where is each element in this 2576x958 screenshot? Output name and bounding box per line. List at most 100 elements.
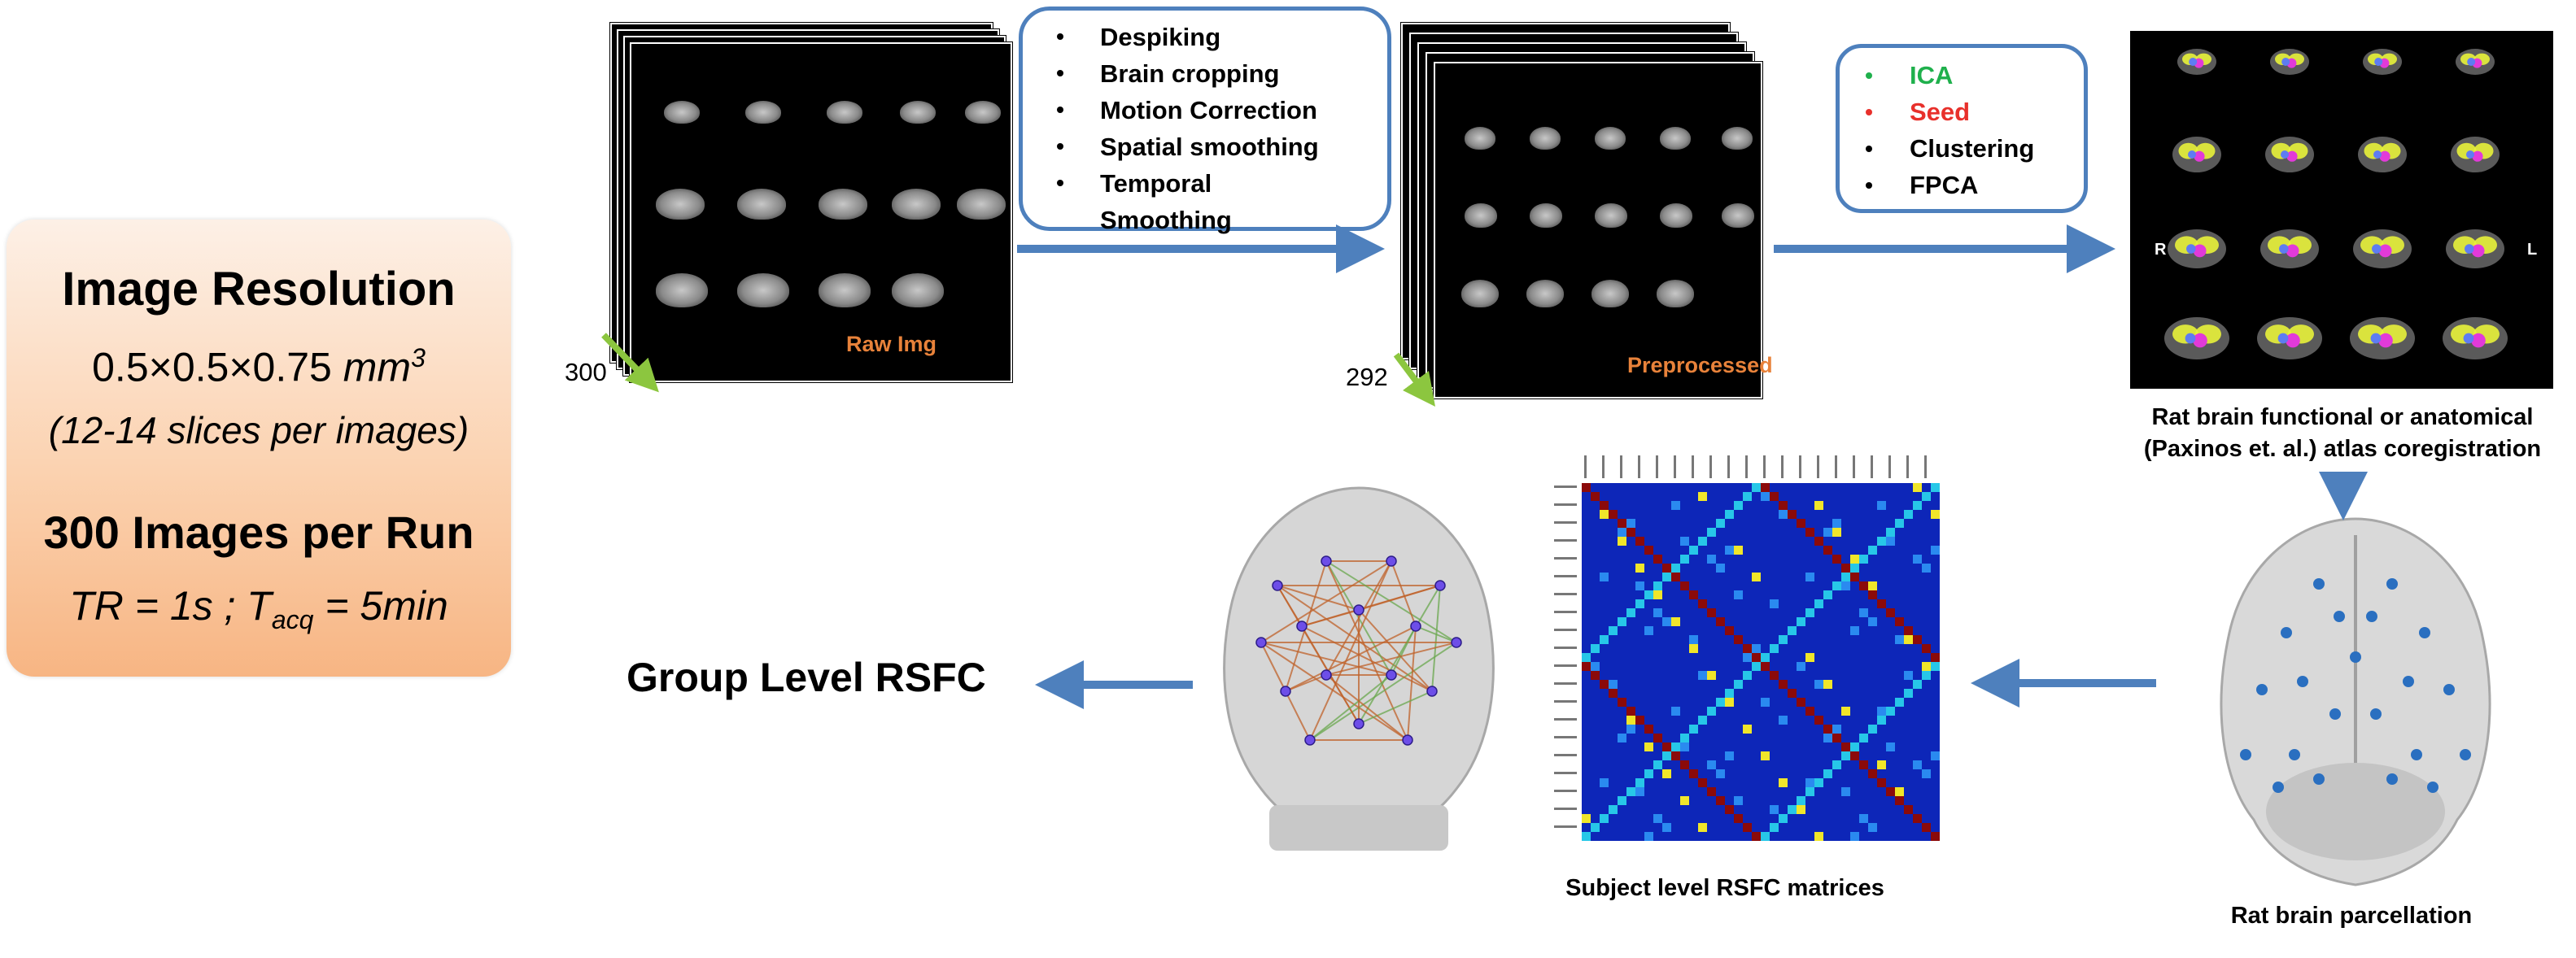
matrix-cell [1859,814,1868,823]
connection-edge [1285,674,1327,692]
matrix-cell [1770,823,1779,832]
matrix-cell [1734,796,1743,805]
matrix-cell [1823,528,1832,537]
matrix-cell [1868,546,1877,555]
matrix-cell [1868,581,1877,590]
atlas-region-blue [2372,244,2382,254]
analysis-methods-box: ICA Seed Clustering FPCA [1836,44,2088,213]
matrix-cell [1868,590,1877,599]
matrix-cell [1743,671,1752,680]
matrix-cell [1805,608,1814,617]
matrix-cell [1644,832,1653,841]
matrix-cell [1618,734,1626,742]
connectivity-node [1426,686,1438,697]
atlas-region-magenta [2194,150,2205,162]
preprocessed-front-frame: Preprocessed [1434,62,1773,398]
atlas-region-magenta [2471,333,2486,348]
matrix-cell [1770,671,1779,680]
connection-edge [1358,585,1441,611]
matrix-cell [1931,653,1940,662]
matrix-cell [1582,662,1591,671]
matrix-cell [1761,653,1770,662]
matrix-cell [1618,537,1626,546]
matrix-cell [1698,778,1707,787]
matrix-cell [1931,483,1940,492]
matrix-cell [1797,617,1805,626]
atlas-region-blue [2467,58,2476,66]
matrix-cell [1832,519,1841,528]
matrix-cell [1635,581,1644,590]
matrix-cell [1922,671,1931,680]
matrix-cell [1662,742,1671,751]
connection-edge [1309,674,1392,741]
atlas-region-blue [2277,333,2289,344]
matrix-cell [1850,555,1859,564]
cerebellum [2266,763,2445,860]
matrix-cell [1662,769,1671,778]
matrix-cell [1805,528,1814,537]
matrix-cell [1653,760,1662,769]
matrix-cell [1841,751,1850,760]
matrix-cell [1788,805,1797,814]
matrix-cell [1653,814,1662,823]
matrix-cell [1904,626,1913,635]
matrix-cell [1725,626,1734,635]
matrix-cell [1886,742,1895,751]
matrix-col-label [1638,455,1640,478]
parcel-node [2350,651,2361,663]
matrix-cell [1877,707,1886,716]
matrix-cell [1626,716,1635,725]
matrix-cell [1886,608,1895,617]
matrix-cell [1680,734,1689,742]
matrix-cell [1671,751,1680,760]
matrix-cell [1609,805,1618,814]
matrix-cell [1734,680,1743,689]
matrix-col-label [1817,455,1819,478]
matrix-cell [1618,617,1626,626]
matrix-cell [1635,716,1644,725]
matrix-cell [1716,519,1725,528]
matrix-cell [1850,564,1859,573]
matrix-cell [1814,599,1823,608]
acquisition-summary-card: Image Resolution 0.5×0.5×0.75 mm3 (12-14… [7,220,511,677]
connectivity-node [1386,669,1397,681]
group-level-rsfc-label: Group Level RSFC [627,655,986,700]
slices-note: (12-14 slices per images) [48,409,469,451]
connectivity-node [1255,637,1267,648]
step-brain-cropping: Brain cropping [1100,59,1280,88]
matrix-cell [1743,644,1752,653]
raw-img-label: Raw Img [846,332,937,356]
method-clustering: Clustering [1910,134,2035,163]
matrix-cell [1779,510,1788,519]
matrix-cell [1886,528,1895,537]
matrix-cell [1662,751,1671,760]
matrix-cell [1895,787,1904,796]
matrix-cell [1635,778,1644,787]
matrix-cell [1823,734,1832,742]
atlas-region-blue [2185,333,2196,344]
matrix-cell [1895,796,1904,805]
parcel-node [2334,611,2345,622]
matrix-cell [1931,832,1940,841]
matrix-row-label [1554,557,1577,560]
matrix-cell [1868,823,1877,832]
matrix-cell [1618,698,1626,707]
brainstem [1269,805,1448,851]
atlas-region-blue [2279,244,2289,254]
matrix-cell [1770,644,1779,653]
matrix-cell [1734,814,1743,823]
matrix-cell [1841,707,1850,716]
connectivity-node [1434,580,1446,591]
matrix-cell [1931,546,1940,555]
connection-edge [1391,560,1417,627]
matrix-row-label [1554,521,1577,524]
atlas-region-magenta [2379,150,2390,162]
matrix-cell [1626,608,1635,617]
atlas-region-magenta [2378,244,2392,258]
connection-edge [1260,642,1408,741]
atlas-region-blue [2373,150,2382,159]
matrix-cell [1644,742,1653,751]
connection-edge [1391,625,1417,676]
matrix-row-label [1554,486,1577,488]
matrix-col-label [1620,455,1622,478]
